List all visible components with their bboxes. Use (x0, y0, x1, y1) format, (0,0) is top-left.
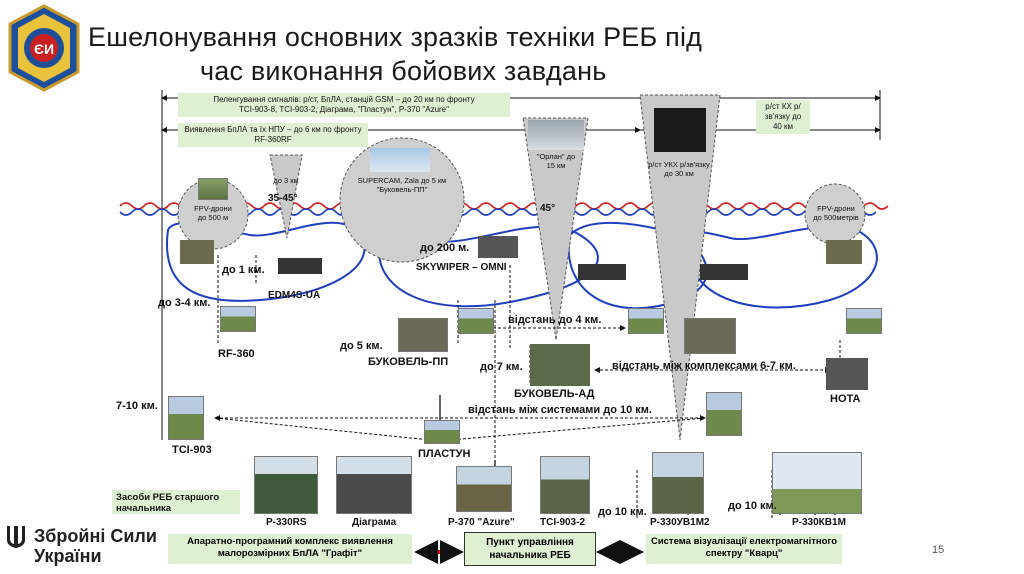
cone-orlan (522, 117, 589, 341)
photo-bukovel-ad-2 (684, 318, 736, 354)
photo-r330rs (254, 456, 318, 514)
box-radio-kx: р/ст КХ р/зв'язку до 40 км (756, 100, 810, 134)
label-r330uv: Р-330УВ1М2 (650, 517, 710, 528)
photo-fpv-drone (198, 178, 228, 200)
photo-r330kv (772, 452, 862, 514)
label-bukovel-pp: БУКОВЕЛЬ-ПП (368, 356, 449, 368)
photo-rifle-1 (278, 258, 322, 274)
direction-finding-text-2: TCI-903-8, TCI-903-2, Діаграма, "Пластун… (239, 105, 449, 114)
label-orlan: "Орлан" до 15 км (536, 152, 576, 170)
label-fpv-left: FPV-дрони до 500 м (194, 204, 232, 222)
label-do-200: до 200 м. (420, 242, 470, 254)
label-plastun: ПЛАСТУН (418, 448, 471, 460)
photo-nota (826, 358, 868, 390)
label-angle-2: 45° (540, 203, 556, 214)
photo-orlan (528, 120, 584, 150)
photo-diagrama (336, 456, 412, 514)
photo-rifle-2 (578, 264, 626, 280)
circle-fpv-left (177, 178, 249, 250)
label-r330kv: Р-330КВ1М (792, 517, 846, 528)
photo-tci903 (168, 396, 204, 440)
photo-supercam (370, 148, 430, 172)
photo-plastun (424, 420, 460, 444)
cone-ukx (639, 94, 721, 441)
photo-r370 (456, 466, 512, 512)
photo-field-2 (628, 308, 664, 334)
label-supercam: SUPERCAM, Zala до 5 км "Буковель-ПП" (357, 176, 447, 194)
zasoby-text: Засоби РЕБ старшого начальника (116, 492, 220, 514)
command-text: Пункт управління начальника РЕБ (486, 537, 574, 561)
photo-tci903-2 (540, 456, 590, 514)
cone-mavic (269, 154, 303, 239)
label-bukovel-ad: БУКОВЕЛЬ-АД (514, 388, 595, 400)
label-skywiper: SKYWIPER – OMNI (416, 262, 507, 273)
photo-bukovel-ad (530, 344, 590, 386)
label-tci903: TCI-903 (172, 444, 212, 456)
label-r370: Р-370 "Azure" (448, 517, 515, 528)
label-vidstan-syst: відстань між системами до 10 км. (468, 404, 652, 416)
svg-text:ЄИ: ЄИ (34, 41, 54, 57)
label-fpv-right: FPV-дрони до 500метрів (813, 204, 859, 222)
photo-tci-right (706, 392, 742, 436)
label-rf360: RF-360 (218, 348, 255, 360)
photo-field-1 (458, 308, 494, 334)
radio-kx-text: р/ст КХ р/зв'язку до 40 км (764, 102, 802, 131)
label-do-1: до 1 км. (222, 264, 265, 276)
photo-radio (654, 108, 706, 152)
label-do-10-a: до 10 км. (598, 506, 647, 518)
page-title-line2: час виконання бойових завдань (200, 56, 607, 86)
label-vidstan-4: відстань до 4 км. (508, 314, 602, 326)
label-do-5: до 5 км. (340, 340, 383, 352)
photo-bukovel-pp (398, 318, 448, 352)
label-edm: EDM4S-UA (268, 290, 321, 301)
label-mavic: до 3 км (273, 176, 299, 185)
label-nota: НОТА (830, 393, 861, 405)
footer-org-line1: Збройні Сили (34, 526, 157, 546)
emblem-logo: ЄИ (8, 4, 80, 92)
label-tci903-2: TCI-903-2 (540, 517, 586, 528)
box-direction-finding: Пеленгування сигналів: р/ст, БпЛА, станц… (178, 93, 510, 117)
label-r330rs: Р-330RS (266, 517, 307, 528)
footer-org-line2: України (34, 546, 102, 566)
label-ukx: р/ст УКХ р/зв'язку до 30 км (648, 160, 710, 178)
box-kvarts: Система візуалізації електромагнітного с… (646, 534, 842, 564)
label-do-7: до 7 км. (480, 361, 523, 373)
photo-rf360 (220, 306, 256, 332)
label-do-3-4: до 3-4 км. (158, 297, 211, 309)
label-angle-1: 35-45° (268, 193, 298, 204)
box-detection: Виявлення БпЛА та їх НПУ – до 6 км по фр… (178, 123, 368, 147)
kvarts-text: Система візуалізації електромагнітного с… (650, 536, 838, 559)
label-do-10-b: до 10 км. (728, 500, 777, 512)
photo-r330uv (652, 452, 704, 514)
box-zasoby: Засоби РЕБ старшого начальника (112, 490, 240, 514)
photo-jammer-left (180, 240, 214, 264)
photo-field-3 (846, 308, 882, 334)
trident-icon (4, 524, 28, 550)
page-title-line1: Ешелонування основних зразків техніки РЕ… (88, 22, 703, 52)
photo-jammer-right (826, 240, 862, 264)
page-number: 15 (932, 544, 945, 556)
photo-skywiper (478, 236, 518, 258)
direction-finding-text: Пеленгування сигналів: р/ст, БпЛА, станц… (213, 95, 475, 104)
grafit-text: Апаратно-програмний комплекс виявлення м… (187, 536, 393, 559)
label-vidstan-kompl: відстань між комплексами 6-7 км. (612, 360, 796, 372)
detection-text: Виявлення БпЛА та їх НПУ – до 6 км по фр… (184, 125, 362, 134)
box-grafit: Апаратно-програмний комплекс виявлення м… (168, 534, 412, 564)
front-line-red (119, 202, 889, 210)
label-diagrama: Діаграма (352, 517, 397, 528)
photo-rifle-3 (700, 264, 748, 280)
box-command-post: Пункт управління начальника РЕБ (464, 532, 596, 566)
detection-text-2: RF-360RF (254, 135, 292, 144)
label-7-10: 7-10 км. (116, 400, 158, 412)
coverage-loop-4 (688, 225, 878, 309)
